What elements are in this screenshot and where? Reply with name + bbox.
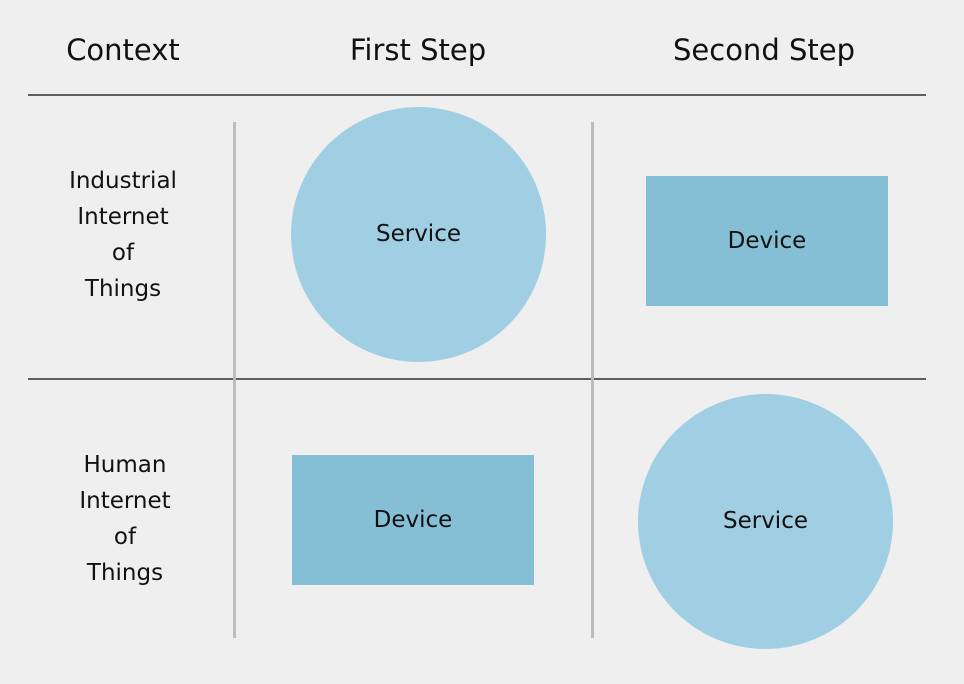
row-2-first-step-label: Device xyxy=(373,506,453,533)
row-2-context-line: Human xyxy=(83,452,167,478)
row-2-context-line: Internet xyxy=(79,488,171,514)
column-divider-right xyxy=(591,122,594,638)
row-1-context-line: of xyxy=(111,240,135,266)
header-divider xyxy=(28,94,926,96)
header-second-step: Second Step xyxy=(673,33,855,67)
row-1-context-line: Internet xyxy=(77,204,169,230)
column-divider-left xyxy=(233,122,236,638)
row-2-first-step-rectangle: Device xyxy=(292,455,534,585)
row-2-context-line: of xyxy=(113,524,137,550)
header-first-step: First Step xyxy=(349,33,487,67)
row-1-second-step-label: Device xyxy=(727,227,807,254)
row-2-context-label: Human Internet of Things xyxy=(40,447,210,591)
row-1-context-label: Industrial Internet of Things xyxy=(38,163,208,307)
header-context: Context xyxy=(66,33,180,67)
row-1-second-step-rectangle: Device xyxy=(646,176,888,306)
row-2-second-step-circle: Service xyxy=(638,394,893,649)
row-1-context-line: Things xyxy=(84,276,162,302)
row-1-first-step-label: Service xyxy=(375,221,461,247)
row-divider xyxy=(28,378,926,380)
row-1-context-line: Industrial xyxy=(69,168,177,194)
row-1-first-step-circle: Service xyxy=(291,107,546,362)
row-2-context-line: Things xyxy=(86,560,164,586)
row-2-second-step-label: Service xyxy=(722,508,808,534)
